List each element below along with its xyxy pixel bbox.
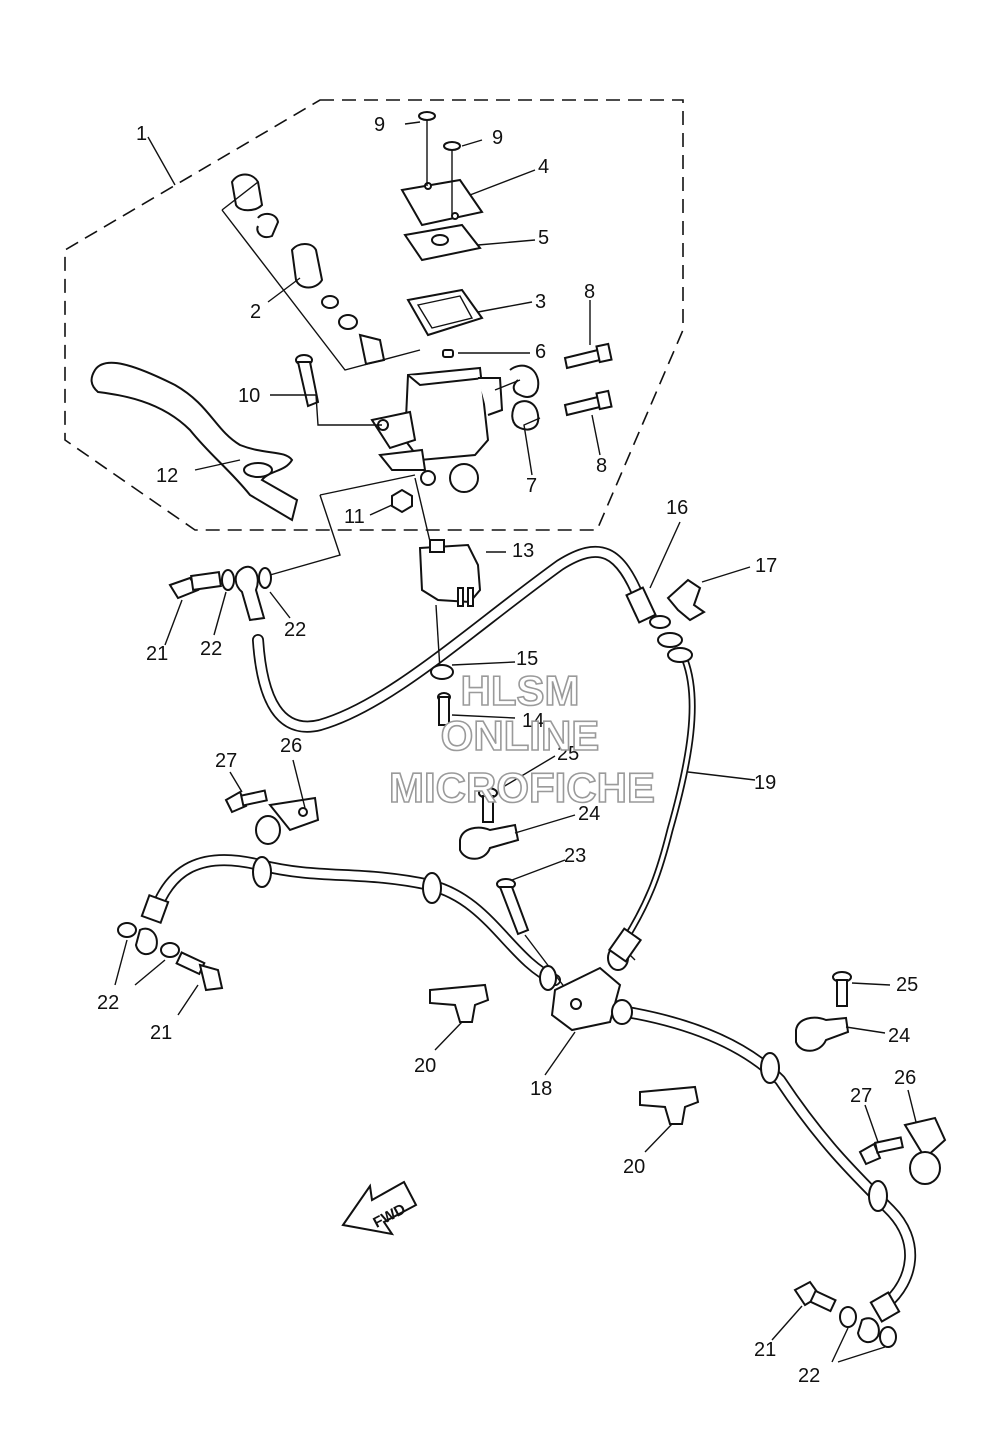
callout-22-top-left: 22	[200, 638, 222, 660]
hose-holder-clamp-right	[795, 1016, 850, 1052]
callout-8-top: 8	[584, 281, 595, 303]
copper-washer	[221, 569, 235, 591]
hose-joint	[625, 586, 693, 663]
brake-hose-joint	[539, 945, 633, 1032]
callout-22-top-right: 22	[284, 619, 306, 641]
brake-lever[interactable]	[90, 361, 299, 522]
callout-2: 2	[250, 301, 261, 323]
copper-washer-left-2	[160, 942, 180, 958]
callout-3: 3	[535, 291, 546, 313]
callout-18: 18	[530, 1078, 552, 1100]
callout-7: 7	[526, 475, 537, 497]
callout-25-right: 25	[896, 974, 918, 996]
switch-screw	[437, 692, 451, 726]
hose-clip	[666, 578, 706, 622]
lever-pivot-nut	[391, 488, 413, 514]
callout-24-right: 24	[888, 1025, 910, 1047]
clamp-bolt-lower	[563, 389, 613, 417]
hose-holder-upper	[255, 796, 320, 845]
handlebar-clamp	[509, 364, 540, 431]
bracket-bolt-right	[858, 1136, 904, 1166]
copper-washer-left-1	[117, 922, 137, 938]
union-bolt-left	[175, 951, 224, 992]
callout-23: 23	[564, 845, 586, 867]
reservoir-diaphragm	[406, 288, 484, 337]
callout-22-left: 22	[97, 992, 119, 1014]
watermark: HLSM ONLINE MICROFICHE	[388, 666, 656, 812]
callout-6: 6	[535, 341, 546, 363]
callout-26-right: 26	[894, 1067, 916, 1089]
cap-screw	[418, 111, 436, 134]
callout-21-top: 21	[146, 643, 168, 665]
pipe-flare-nut	[607, 927, 643, 963]
hose-clip-left	[429, 983, 490, 1023]
callout-labels: 1 9 9 4 5 3 8 6 2 10 12 8 7 11 16 13 17 …	[97, 114, 918, 1387]
hose-banjo-upper	[234, 565, 266, 622]
callout-11: 11	[344, 506, 365, 528]
hose-holder-right	[903, 1116, 947, 1185]
holder-bolt-upper	[478, 787, 498, 823]
callout-25-top: 25	[557, 743, 579, 765]
callout-10: 10	[238, 385, 260, 407]
callout-14: 14	[522, 710, 544, 732]
callout-22-right: 22	[798, 1365, 820, 1387]
callout-27-right: 27	[850, 1085, 872, 1107]
brake-light-switch	[418, 539, 506, 607]
hose-banjo-right	[856, 1291, 901, 1344]
callout-26-top: 26	[280, 735, 302, 757]
holder-bolt-right	[832, 971, 852, 1007]
lever-pivot-bolt	[295, 354, 320, 408]
master-cylinder-body	[370, 366, 504, 493]
protector	[442, 349, 454, 358]
watermark-line-2: ONLINE	[441, 712, 600, 759]
copper-washer-right-1	[839, 1306, 857, 1328]
callout-8-bottom: 8	[596, 455, 607, 477]
piston-kit	[230, 173, 386, 366]
callout-13: 13	[512, 540, 534, 562]
leader-lines-upper	[147, 121, 601, 576]
callout-27-top: 27	[215, 750, 237, 772]
callout-16: 16	[666, 497, 688, 519]
callout-12: 12	[156, 465, 178, 487]
callout-1: 1	[136, 123, 147, 145]
union-bolt-upper	[168, 570, 222, 600]
callout-9-left: 9	[374, 114, 385, 136]
callout-20-right: 20	[623, 1156, 645, 1178]
callout-21-left: 21	[150, 1022, 172, 1044]
callout-21-right: 21	[754, 1339, 776, 1361]
hose-clip-right	[639, 1085, 700, 1125]
clamp-bolt	[563, 342, 613, 370]
copper-washer-2	[258, 567, 272, 589]
copper-washer-right-2	[879, 1326, 897, 1348]
hose-holder-clamp-upper	[459, 823, 520, 860]
callout-9-right: 9	[492, 127, 503, 149]
union-bolt-right	[793, 1280, 837, 1313]
forward-direction-arrow: FWD	[341, 1180, 418, 1236]
hose-grommets	[252, 856, 888, 1212]
callout-24-top: 24	[578, 803, 600, 825]
callout-19: 19	[754, 772, 776, 794]
bracket-bolt-upper	[224, 789, 268, 814]
cap-screw-2	[443, 141, 461, 164]
watermark-line-3: MICROFICHE	[389, 764, 655, 811]
master-cylinder-assembly-outline	[64, 99, 684, 531]
watermark-line-1: HLSM	[461, 667, 580, 714]
callout-15: 15	[516, 648, 538, 670]
switch-bushing	[430, 664, 454, 680]
callout-5: 5	[538, 227, 549, 249]
callout-20-left: 20	[414, 1055, 436, 1077]
callout-17: 17	[755, 555, 777, 577]
reservoir-cap	[400, 178, 484, 227]
joint-bolt	[496, 878, 530, 936]
callout-4: 4	[538, 156, 549, 178]
hose-banjo-left	[134, 893, 170, 956]
